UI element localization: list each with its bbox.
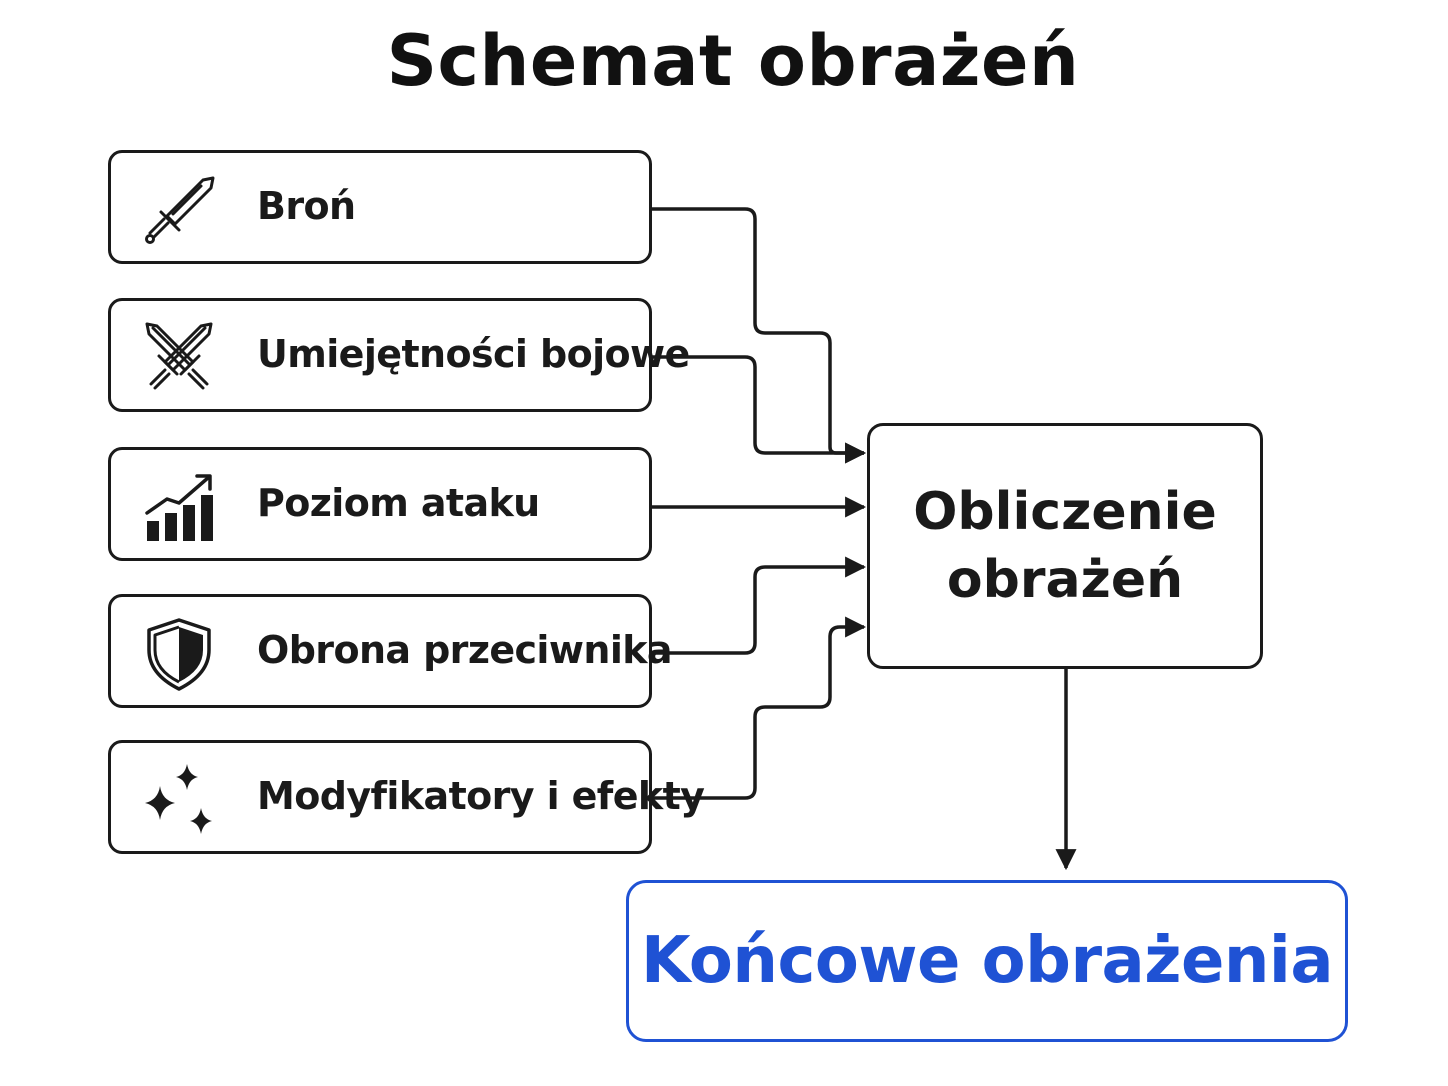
input-label-bron: Broń — [257, 184, 356, 228]
input-box-obrona: Obrona przeciwnika — [108, 594, 673, 708]
input-label-umiejetnosci: Umiejętności bojowe — [257, 332, 690, 376]
sword-icon — [145, 176, 215, 244]
connector-umiejetnosci — [652, 355, 867, 464]
input-label-obrona: Obrona przeciwnika — [257, 628, 673, 672]
diagram-title: Schemat obrażeń — [386, 20, 1080, 102]
crossed-swords-icon — [145, 322, 213, 390]
input-box-umiejetnosci: Umiejętności bojowe — [108, 298, 690, 412]
input-label-modyfikatory: Modyfikatory i efekty — [257, 774, 705, 818]
input-box-bron: Broń — [108, 150, 652, 264]
sparkles-icon — [145, 764, 212, 834]
connector-bron — [652, 207, 867, 464]
bar-chart-rising-icon — [145, 474, 213, 541]
result-label: Końcowe obrażenia — [640, 924, 1334, 998]
input-box-poziom-ataku: Poziom ataku — [108, 447, 652, 561]
input-box-modyfikatory: Modyfikatory i efekty — [108, 740, 705, 854]
calculation-label: Obliczenie obrażeń — [913, 482, 1217, 610]
connector-modyfikatory — [652, 616, 867, 800]
input-label-poziom-ataku: Poziom ataku — [257, 481, 540, 525]
connector-obrona — [652, 556, 867, 655]
shield-icon — [147, 618, 211, 691]
result-box: Końcowe obrażenia — [626, 880, 1348, 1042]
calculation-box: Obliczenie obrażeń — [867, 423, 1263, 669]
